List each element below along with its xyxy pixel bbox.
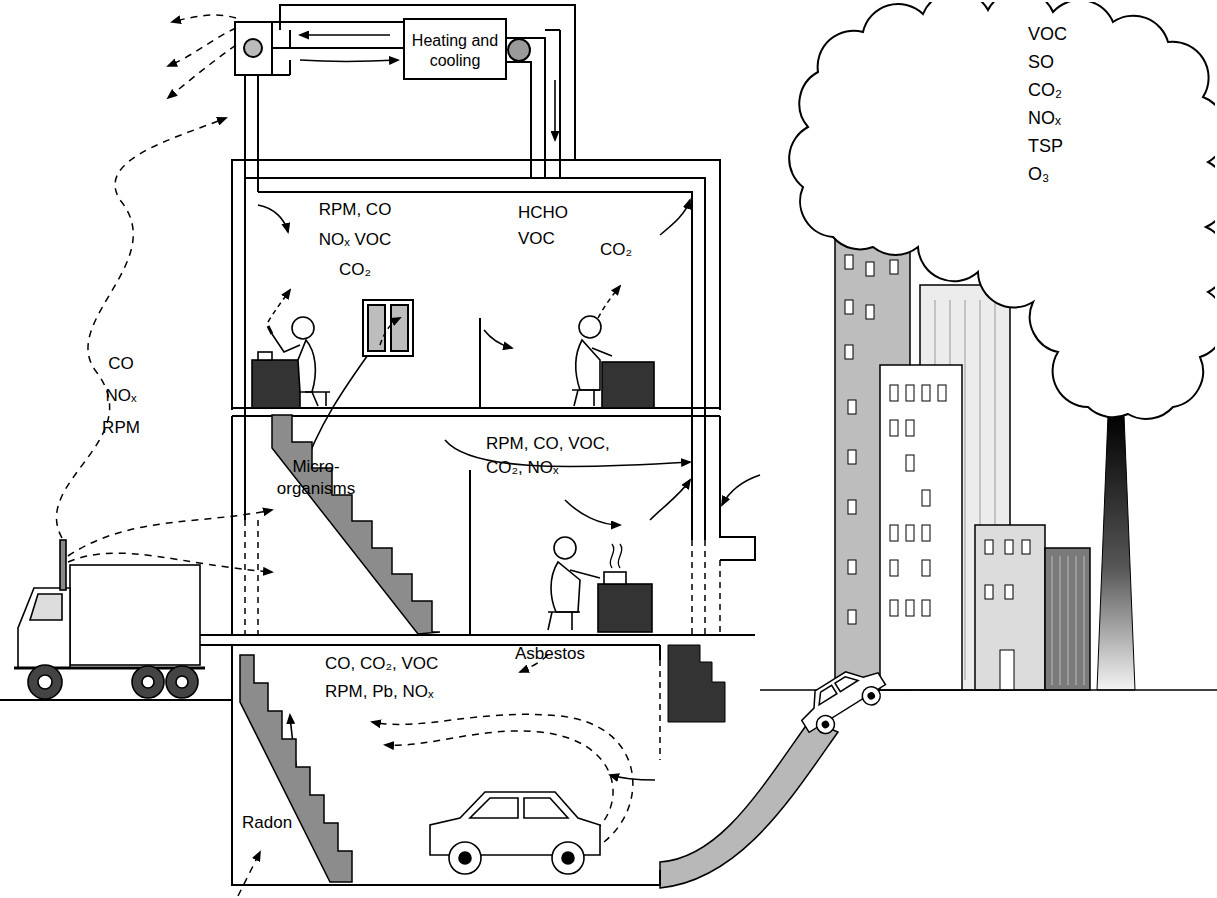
- exhaust-arrow: [56, 15, 632, 896]
- process-box: Heating and cooling: [403, 18, 507, 80]
- pollutant-label: Radon: [242, 812, 312, 834]
- pollution-cloud: VOC SO CO₂ NOₓ TSP O₃: [788, 2, 1215, 422]
- staircase: [272, 415, 440, 634]
- air-flow-arrow: [380, 318, 400, 345]
- outside-stairs: [668, 645, 725, 722]
- pollutant-list: VOC SO CO₂ NOₓ TSP O₃: [1028, 20, 1082, 188]
- ramp: [660, 720, 838, 888]
- car-symbol: [430, 792, 600, 874]
- cloud-outline: [789, 2, 1215, 419]
- air-flow-arrow: [258, 35, 760, 790]
- cloud-outline: [788, 2, 1215, 422]
- pollutant-label: Micro- organisms: [268, 456, 364, 500]
- car-symbol: [792, 657, 891, 741]
- pollutant-label: RPM, CO, VOC, CO₂, NOₓ: [486, 432, 624, 480]
- pollutant-label: Asbestos: [515, 643, 605, 665]
- pollutant-label: CO₂: [600, 238, 650, 262]
- truck-symbol: [14, 540, 205, 699]
- person-at-desk: [548, 537, 652, 632]
- pollutant-label: CO NOₓ RPM: [98, 348, 144, 444]
- smoke-arrow: [268, 290, 290, 322]
- box-label: Heating and cooling: [403, 31, 507, 71]
- house-walls: [0, 5, 755, 885]
- breath-arrow: [598, 286, 620, 318]
- pollutant-label: HCHO VOC: [518, 200, 576, 252]
- pollutant-label: RPM, CO NOₓ VOC CO₂: [312, 195, 398, 285]
- fan-symbol: [508, 39, 530, 61]
- steam-lines: [610, 544, 621, 568]
- person-at-desk: [572, 316, 654, 408]
- person-smoking: [252, 317, 330, 408]
- duct-work: [235, 22, 560, 178]
- dashed-wall: [245, 520, 720, 760]
- window: [363, 300, 413, 356]
- pollutant-label: CO, CO₂, VOC RPM, Pb, NOₓ: [325, 650, 463, 706]
